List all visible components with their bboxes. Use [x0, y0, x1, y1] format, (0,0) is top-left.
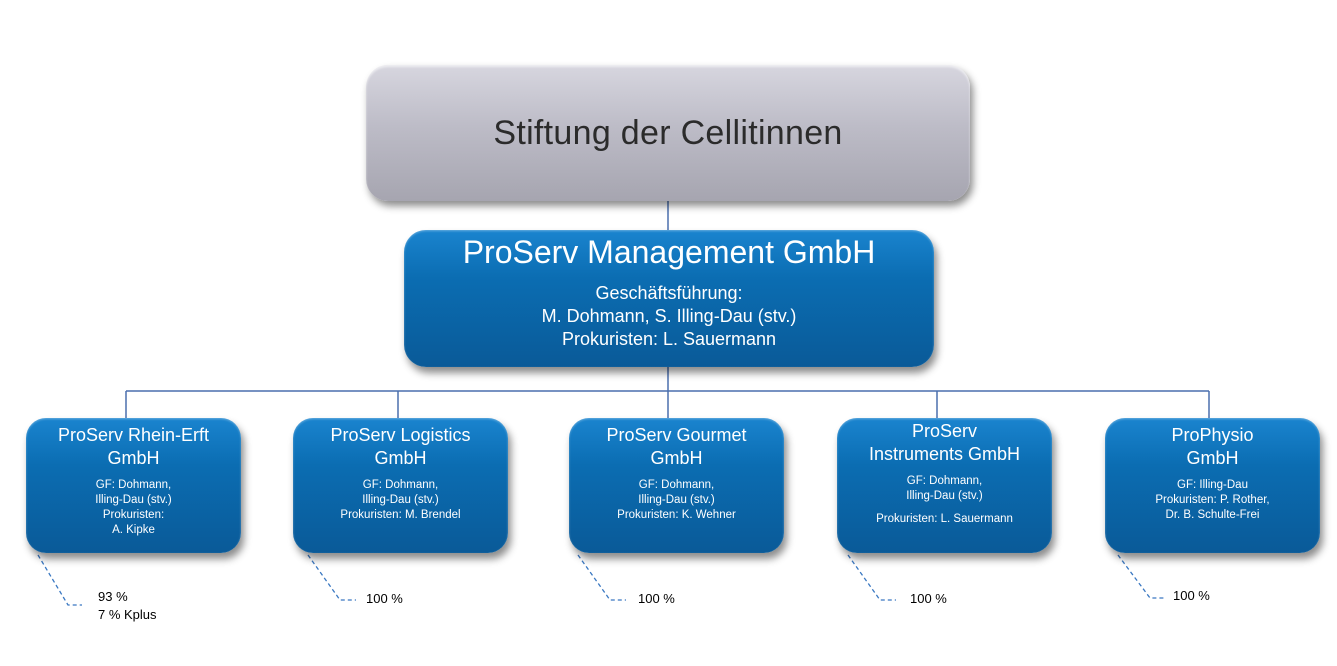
subsidiary-name: ProServ Logistics [330, 425, 471, 445]
subsidiary-detail: GF: Dohmann, [906, 475, 983, 487]
share-label-gourmet: 100 % [638, 590, 675, 608]
subsidiary-detail: GF: Dohmann, [95, 479, 172, 491]
subsidiary-name: GmbH [374, 448, 427, 468]
subsidiary-detail: Illing-Dau (stv.) [95, 494, 172, 506]
subsidiary-name: GmbH [650, 448, 703, 468]
management-prokuristen: Prokuristen: L. Sauermann [561, 329, 777, 349]
subsidiary-name: ProServ Gourmet [606, 425, 747, 445]
share-label-instruments: 100 % [910, 590, 947, 608]
share-value: 100 % [1173, 588, 1210, 603]
share-value: 93 % [98, 589, 128, 604]
subsidiary-detail: Illing-Dau (stv.) [638, 494, 715, 506]
share-line-prophysio [1117, 554, 1164, 599]
subsidiary-rhein-erft: ProServ Rhein-Erft GmbH GF: Dohmann, Ill… [26, 418, 241, 553]
share-line-rhein-erft [37, 554, 82, 606]
management-gf-names: M. Dohmann, S. Illing-Dau (stv.) [541, 306, 797, 326]
share-value: 7 % Kplus [98, 607, 157, 622]
subsidiary-detail: GF: Dohmann, [638, 479, 715, 491]
subsidiary-name: GmbH [107, 448, 160, 468]
management-name: ProServ Management GmbH [462, 234, 876, 270]
share-label-prophysio: 100 % [1173, 587, 1210, 605]
share-line-gourmet [577, 554, 626, 601]
subsidiary-name: GmbH [1186, 448, 1239, 468]
subsidiary-detail: Dr. B. Schulte-Frei [1165, 509, 1260, 521]
subsidiary-detail: Illing-Dau (stv.) [362, 494, 439, 506]
management-gf-label: Geschäftsführung: [595, 283, 743, 303]
subsidiary-detail: Prokuristen: K. Wehner [617, 509, 736, 521]
subsidiary-name: ProServ Rhein-Erft [57, 425, 210, 445]
subsidiary-instruments: ProServ Instruments GmbH GF: Dohmann, Il… [837, 418, 1052, 553]
subsidiary-name: Instruments GmbH [868, 444, 1021, 464]
subsidiary-prophysio: ProPhysio GmbH GF: Illing-Dau Prokuriste… [1105, 418, 1320, 553]
share-value: 100 % [910, 591, 947, 606]
subsidiary-logistics: ProServ Logistics GmbH GF: Dohmann, Illi… [293, 418, 508, 553]
subsidiary-detail: Prokuristen: L. Sauermann [876, 513, 1013, 525]
share-label-rhein-erft: 93 % 7 % Kplus [98, 588, 157, 624]
subsidiary-detail: Illing-Dau (stv.) [906, 490, 983, 502]
subsidiary-detail: Prokuristen: P. Rother, [1155, 494, 1270, 506]
share-value: 100 % [366, 591, 403, 606]
subsidiary-detail: Prokuristen: [102, 509, 165, 521]
share-line-logistics [307, 554, 356, 601]
management-box: ProServ Management GmbH Geschäftsführung… [404, 230, 934, 367]
subsidiary-name: ProServ [911, 421, 978, 441]
subsidiary-name: ProPhysio [1171, 425, 1254, 445]
subsidiary-detail: GF: Dohmann, [362, 479, 439, 491]
foundation-box: Stiftung der Cellitinnen [366, 65, 970, 201]
subsidiary-gourmet: ProServ Gourmet GmbH GF: Dohmann, Illing… [569, 418, 784, 553]
subsidiary-detail: A. Kipke [112, 524, 155, 536]
subsidiary-detail: GF: Illing-Dau [1177, 479, 1248, 491]
foundation-title: Stiftung der Cellitinnen [493, 113, 843, 152]
subsidiary-detail: Prokuristen: M. Brendel [340, 509, 461, 521]
share-value: 100 % [638, 591, 675, 606]
share-line-instruments [847, 554, 896, 601]
share-label-logistics: 100 % [366, 590, 403, 608]
